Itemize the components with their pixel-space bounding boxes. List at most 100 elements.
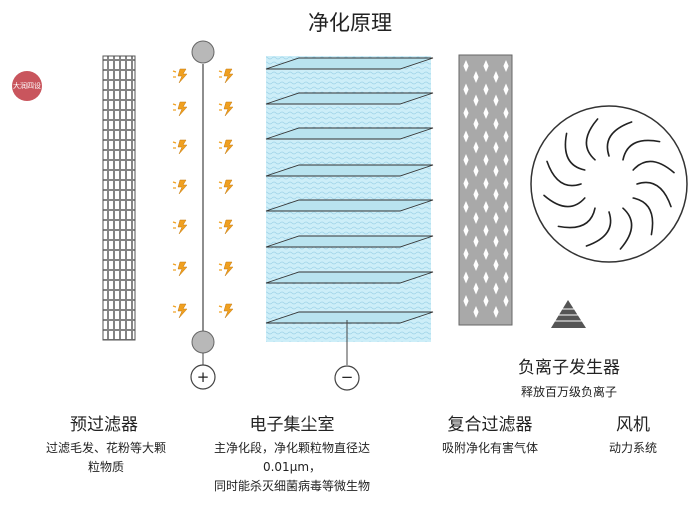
fan-desc: 动力系统 xyxy=(588,439,678,458)
fan-blade xyxy=(546,160,582,187)
filter-perforation xyxy=(493,188,499,201)
bottom-electrode xyxy=(191,330,215,354)
pyramid-icon xyxy=(551,300,586,328)
ionizer-title: 负离子发生器 xyxy=(518,358,620,378)
filter-perforation xyxy=(503,271,509,284)
filter-perforation xyxy=(503,83,509,96)
plus-sign: + xyxy=(196,368,210,386)
filter-perforation xyxy=(493,235,499,248)
pre-filter xyxy=(102,55,136,341)
filter-perforation xyxy=(463,154,469,166)
fan-blade xyxy=(622,139,661,161)
desc-line: 0.01μm， xyxy=(262,460,322,474)
lightning-spark-icon xyxy=(218,179,234,195)
filter-perforation xyxy=(483,154,489,166)
filter-perforation xyxy=(473,94,479,107)
lightning-spark-icon xyxy=(172,139,188,155)
fan-blade xyxy=(632,160,675,174)
filter-perforation xyxy=(503,295,509,307)
collector-plate xyxy=(265,164,434,177)
filter-perforation xyxy=(493,94,499,107)
pre-filter-desc: 过滤毛发、花粉等大颗 粒物质 xyxy=(24,439,188,477)
filter-perforation xyxy=(503,201,509,213)
filter-perforation xyxy=(463,60,469,72)
spark-group xyxy=(172,68,234,319)
lightning-spark-icon xyxy=(218,101,234,117)
desc-line: 同时能杀灭细菌病毒等微生物 xyxy=(213,479,370,493)
filter-perforation xyxy=(483,130,489,143)
lightning-spark-icon xyxy=(218,219,234,235)
lightning-spark-icon xyxy=(172,101,188,117)
collector-plate xyxy=(265,57,434,70)
filter-perforation xyxy=(483,107,489,119)
filter-perforation xyxy=(463,295,469,307)
lightning-spark-icon xyxy=(218,68,234,84)
filter-perforation xyxy=(483,177,489,190)
fan-blade xyxy=(636,181,672,208)
filter-perforation xyxy=(473,259,479,271)
filter-perforation xyxy=(463,248,469,260)
filter-perforation xyxy=(483,224,489,237)
filter-perforation xyxy=(493,212,499,224)
dust-collection-room xyxy=(265,56,434,391)
filter-perforation xyxy=(463,224,469,237)
fan-blade xyxy=(606,121,633,157)
filter-perforation xyxy=(463,83,469,96)
composite-filter-title: 复合过滤器 xyxy=(447,415,533,435)
filter-perforation xyxy=(483,248,489,260)
filter-perforation xyxy=(483,271,489,284)
negative-terminal xyxy=(334,365,360,391)
ionizer-wire xyxy=(190,40,216,390)
filter-perforation xyxy=(503,130,509,143)
fan-blade xyxy=(632,197,654,236)
collector-plate xyxy=(265,127,434,140)
composite-filter xyxy=(458,54,513,326)
fan-blade xyxy=(564,132,586,171)
filter-perforation xyxy=(473,141,479,154)
desc-line: 主净化段，净化颗粒物直径达 xyxy=(213,441,370,455)
lightning-spark-icon xyxy=(172,68,188,84)
filter-perforation xyxy=(473,306,479,318)
desc-line: 吸附净化有害气体 xyxy=(441,441,538,455)
filter-perforation xyxy=(493,259,499,271)
filter-perforation xyxy=(463,177,469,190)
filter-perforation xyxy=(503,248,509,260)
filter-perforation xyxy=(483,60,489,72)
fan-icon xyxy=(530,105,688,263)
filter-perforation xyxy=(493,282,499,295)
brand-badge: 大润四设 xyxy=(12,71,42,101)
lightning-spark-icon xyxy=(172,179,188,195)
filter-perforation xyxy=(463,107,469,119)
dust-room-title: 电子集尘室 xyxy=(249,415,335,435)
desc-line: 过滤毛发、花粉等大颗 xyxy=(45,441,166,455)
filter-perforation xyxy=(463,271,469,284)
filter-perforation xyxy=(473,165,479,177)
filter-perforation xyxy=(483,201,489,213)
fan-blade xyxy=(585,118,599,161)
filter-perforation xyxy=(483,83,489,96)
filter-perforation xyxy=(463,201,469,213)
minus-sign: − xyxy=(340,368,354,386)
filter-perforation xyxy=(473,71,479,83)
desc-line: 粒物质 xyxy=(87,460,124,474)
filter-perforation xyxy=(473,282,479,295)
lightning-spark-icon xyxy=(218,261,234,277)
collector-plate xyxy=(265,92,434,105)
fan-blade xyxy=(543,194,586,208)
lightning-spark-icon xyxy=(172,219,188,235)
filter-perforation xyxy=(493,306,499,318)
lightning-spark-icon xyxy=(218,303,234,319)
filter-perforation xyxy=(503,177,509,190)
collector-plate xyxy=(265,235,434,248)
composite-filter-desc: 吸附净化有害气体 xyxy=(420,439,560,458)
collector-plate xyxy=(265,311,434,324)
fan-blade xyxy=(585,211,612,247)
lightning-spark-icon xyxy=(172,303,188,319)
lightning-spark-icon xyxy=(172,261,188,277)
filter-perforation xyxy=(503,60,509,72)
filter-perforation xyxy=(473,235,479,248)
filter-perforation xyxy=(493,141,499,154)
filter-perforation xyxy=(503,154,509,166)
filter-perforation xyxy=(473,188,479,201)
dust-room-desc: 主净化段，净化颗粒物直径达 0.01μm， 同时能杀灭细菌病毒等微生物 xyxy=(192,439,392,496)
